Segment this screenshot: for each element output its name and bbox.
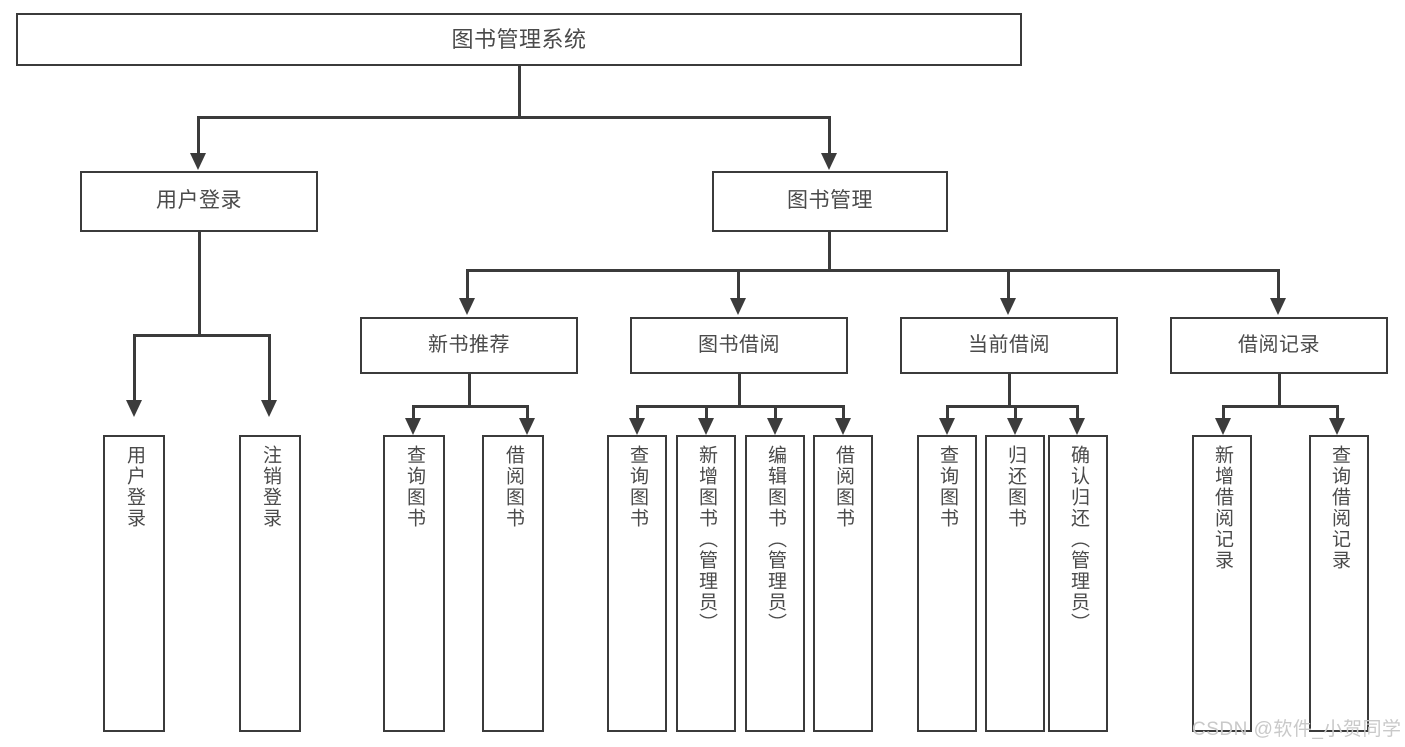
node-label: 图书管理系统 <box>451 26 587 52</box>
edge-new-book-bus <box>412 405 529 408</box>
arrow-down-icon <box>459 298 475 315</box>
arrow-down-icon <box>698 418 714 435</box>
arrow-down-icon <box>939 418 955 435</box>
arrow-down-icon <box>835 418 851 435</box>
node-root-system[interactable]: 图书管理系统 <box>16 13 1022 66</box>
node-borrow-record[interactable]: 借阅记录 <box>1170 317 1388 374</box>
edge-borrow-record-drop-2 <box>1336 405 1339 421</box>
edge-borrow-record-stem <box>1278 374 1281 407</box>
node-label: 图书管理 <box>787 189 873 213</box>
arrow-down-icon <box>1069 418 1085 435</box>
node-book-management[interactable]: 图书管理 <box>712 171 948 232</box>
node-label: 用户登录 <box>123 445 145 529</box>
edge-current-borrow-stem <box>1008 374 1011 407</box>
node-label: 新增借阅记录 <box>1211 445 1233 571</box>
edge-new-book-drop-2 <box>526 405 529 421</box>
arrow-down-icon <box>190 153 206 170</box>
edge-borrow-record-drop-1 <box>1222 405 1225 421</box>
arrow-down-icon <box>126 400 142 417</box>
arrow-down-icon <box>821 153 837 170</box>
edge-book-borrow-drop-3 <box>774 405 777 421</box>
node-label: 当前借阅 <box>968 334 1050 356</box>
edge-new-book-stem <box>468 374 471 407</box>
leaf-logout-login[interactable]: 注销登录 <box>239 435 301 732</box>
arrow-down-icon <box>519 418 535 435</box>
node-new-book-recommend[interactable]: 新书推荐 <box>360 317 578 374</box>
edge-book-mgmt-stem <box>828 232 831 272</box>
edge-user-login-drop-2 <box>268 334 271 404</box>
arrow-down-icon <box>730 298 746 315</box>
edge-current-borrow-drop-3 <box>1076 405 1079 421</box>
edge-current-borrow-drop-2 <box>1014 405 1017 421</box>
edge-user-login-drop-1 <box>133 334 136 404</box>
arrow-down-icon <box>261 400 277 417</box>
node-label: 新书推荐 <box>428 334 510 356</box>
node-label: 确认归还（管理员） <box>1067 445 1089 634</box>
arrow-down-icon <box>1270 298 1286 315</box>
leaf-borrow-book[interactable]: 借阅图书 <box>813 435 873 732</box>
arrow-down-icon <box>1007 418 1023 435</box>
node-label: 查询图书 <box>936 445 958 529</box>
node-label: 归还图书 <box>1004 445 1026 529</box>
edge-level1-drop-right <box>828 116 831 156</box>
edge-level2-drop-3 <box>1007 269 1010 301</box>
node-label: 用户登录 <box>156 189 242 213</box>
arrow-down-icon <box>1000 298 1016 315</box>
edge-book-borrow-drop-2 <box>705 405 708 421</box>
edge-borrow-record-bus <box>1222 405 1339 408</box>
arrow-down-icon <box>1215 418 1231 435</box>
leaf-return-book[interactable]: 归还图书 <box>985 435 1045 732</box>
leaf-query-book-current[interactable]: 查询图书 <box>917 435 977 732</box>
edge-user-login-bus <box>133 334 269 337</box>
edge-user-login-stem <box>198 232 201 336</box>
arrow-down-icon <box>405 418 421 435</box>
edge-level1-bus <box>197 116 831 119</box>
arrow-down-icon <box>767 418 783 435</box>
node-book-borrow[interactable]: 图书借阅 <box>630 317 848 374</box>
node-label: 新增图书（管理员） <box>695 445 717 634</box>
node-label: 图书借阅 <box>698 334 780 356</box>
leaf-query-book-borrow[interactable]: 查询图书 <box>607 435 667 732</box>
leaf-edit-book-admin[interactable]: 编辑图书（管理员） <box>745 435 805 732</box>
edge-book-borrow-drop-4 <box>842 405 845 421</box>
node-label: 注销登录 <box>259 445 281 529</box>
edge-level2-drop-2 <box>737 269 740 301</box>
edge-book-borrow-drop-1 <box>636 405 639 421</box>
leaf-add-book-admin[interactable]: 新增图书（管理员） <box>676 435 736 732</box>
node-label: 编辑图书（管理员） <box>764 445 786 634</box>
leaf-borrow-book-recommend[interactable]: 借阅图书 <box>482 435 544 732</box>
node-label: 借阅图书 <box>502 445 524 529</box>
node-label: 借阅图书 <box>832 445 854 529</box>
edge-level2-drop-1 <box>466 269 469 301</box>
leaf-query-book-recommend[interactable]: 查询图书 <box>383 435 445 732</box>
node-current-borrow[interactable]: 当前借阅 <box>900 317 1118 374</box>
edge-book-borrow-bus <box>636 405 844 408</box>
edge-current-borrow-bus <box>946 405 1079 408</box>
edge-level1-drop-left <box>197 116 200 156</box>
leaf-confirm-return-admin[interactable]: 确认归还（管理员） <box>1048 435 1108 732</box>
leaf-query-borrow-record[interactable]: 查询借阅记录 <box>1309 435 1369 732</box>
leaf-user-login[interactable]: 用户登录 <box>103 435 165 732</box>
node-label: 查询图书 <box>403 445 425 529</box>
edge-level2-drop-4 <box>1277 269 1280 301</box>
arrow-down-icon <box>629 418 645 435</box>
edge-current-borrow-drop-1 <box>946 405 949 421</box>
node-label: 借阅记录 <box>1238 334 1320 356</box>
edge-level2-bus <box>466 269 1278 272</box>
edge-root-stem <box>518 66 521 118</box>
leaf-add-borrow-record[interactable]: 新增借阅记录 <box>1192 435 1252 732</box>
node-user-login[interactable]: 用户登录 <box>80 171 318 232</box>
node-label: 查询借阅记录 <box>1328 445 1350 571</box>
edge-book-borrow-stem <box>738 374 741 407</box>
node-label: 查询图书 <box>626 445 648 529</box>
arrow-down-icon <box>1329 418 1345 435</box>
edge-new-book-drop-1 <box>412 405 415 421</box>
